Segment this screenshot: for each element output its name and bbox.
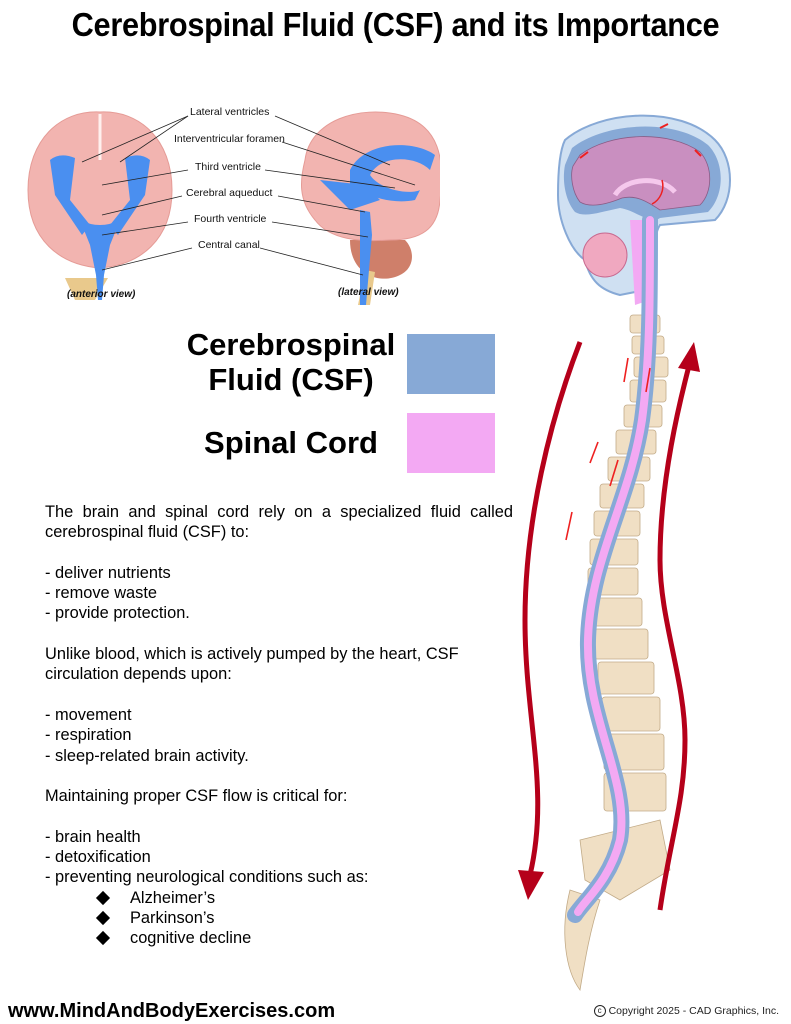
importance-item: - detoxification (45, 848, 151, 867)
circulation-factor: - sleep-related brain activity. (45, 746, 249, 765)
importance-item: - preventing neurological conditions suc… (45, 868, 369, 887)
label-fourth-ventricle: Fourth ventricle (194, 213, 267, 225)
condition-label: Alzheimer’s (130, 888, 216, 907)
function-item: - remove waste (45, 584, 158, 603)
copyright-icon: c (593, 1005, 606, 1017)
csf-circulation-figure (510, 100, 780, 1000)
anterior-brain (27, 111, 173, 300)
circulation-paragraph: Unlike blood, which is actively pumped b… (45, 645, 459, 684)
page-title: Cerebrospinal Fluid (CSF) and its Import… (71, 6, 720, 43)
caption-anterior-view: (anterior view) (67, 289, 136, 300)
diamond-bullet-icon (95, 931, 111, 946)
importance-paragraph: Maintaining proper CSF flow is critical … (45, 787, 348, 806)
brain-illustration (27, 111, 443, 305)
label-third-ventricle: Third ventricle (195, 161, 261, 173)
condition-item: cognitive decline (45, 928, 513, 948)
legend-label-csf-line1: Cerebrospinal (186, 327, 396, 362)
condition-label: cognitive decline (130, 929, 252, 948)
copyright-text: Copyright 2025 - CAD Graphics, Inc. (608, 1005, 779, 1017)
copyright-notice: c Copyright 2025 - CAD Graphics, Inc. (593, 1005, 779, 1017)
circulation-factor: - respiration (45, 726, 132, 745)
body-text: The brain and spinal cord rely on a spec… (45, 502, 513, 949)
condition-label: Parkinson’s (130, 908, 215, 927)
website-url[interactable]: www.MindAndBodyExercises.com (8, 1000, 336, 1022)
label-interventricular-foramen: Interventricular foramen (174, 133, 285, 145)
function-item: - deliver nutrients (45, 563, 171, 582)
legend-label-spinal-cord: Spinal Cord (204, 425, 378, 460)
label-cerebral-aqueduct: Cerebral aqueduct (186, 187, 273, 199)
label-central-canal: Central canal (198, 239, 260, 251)
spinal-cord (574, 216, 654, 916)
label-lateral-ventricles: Lateral ventricles (190, 106, 270, 118)
large-flow-arrow-down (518, 341, 583, 900)
legend-label-csf-line2: Fluid (CSF) (208, 362, 374, 397)
legend-label-csf: Cerebrospinal Fluid (CSF) (182, 327, 400, 397)
small-flow-arrows (565, 357, 651, 541)
condition-item: Parkinson’s (45, 908, 513, 928)
legend-swatch-csf (407, 334, 495, 394)
condition-item: Alzheimer’s (45, 888, 513, 908)
caption-lateral-view: (lateral view) (338, 287, 399, 298)
lateral-brain (301, 111, 443, 305)
importance-item: - brain health (45, 827, 141, 846)
diamond-bullet-icon (95, 911, 111, 926)
large-flow-arrow-up (657, 342, 700, 911)
brain-ventricles-figure: Lateral ventricles Interventricular fora… (20, 100, 443, 310)
legend-swatch-spinal-cord (407, 413, 495, 473)
intro-paragraph: The brain and spinal cord rely on a spec… (45, 503, 513, 542)
circulation-factor: - movement (45, 705, 132, 724)
spine-illustration (518, 114, 731, 991)
leader-lines (81, 115, 416, 276)
function-item: - provide protection. (45, 604, 190, 623)
diamond-bullet-icon (95, 890, 111, 905)
